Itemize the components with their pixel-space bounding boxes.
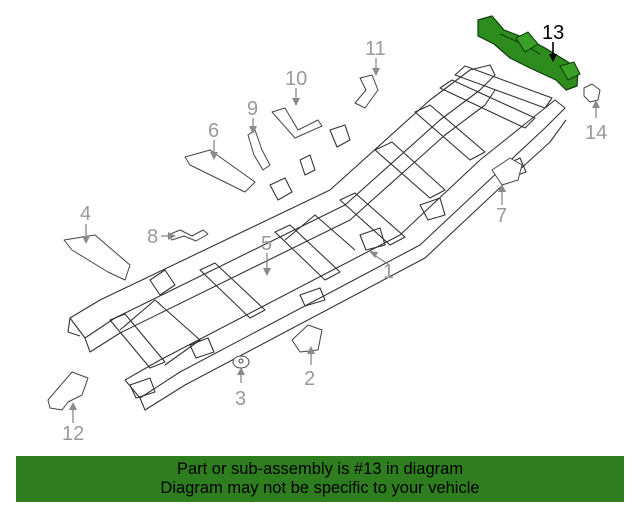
callout-9: 9 [247, 98, 258, 120]
part-11-bracket [354, 74, 379, 109]
frame-assembly [67, 64, 567, 411]
part-13-highlighted[interactable] [477, 15, 581, 91]
part-4-bracket [63, 234, 131, 281]
part-12-bracket [47, 371, 89, 411]
callout-13[interactable]: 13 [542, 22, 564, 44]
callout-12: 12 [62, 423, 84, 445]
callout-10: 10 [285, 68, 307, 90]
banner-line-1: Part or sub-assembly is #13 in diagram [176, 460, 464, 478]
parts-diagram: 1 2 3 4 5 6 7 8 9 10 11 12 13 14 [47, 15, 607, 445]
banner-line-2: Diagram may not be specific to your vehi… [160, 479, 480, 497]
callout-8: 8 [147, 226, 158, 248]
callout-3: 3 [235, 388, 246, 410]
part-8-tube [167, 229, 209, 242]
callout-2: 2 [304, 368, 315, 390]
part-2-bracket [291, 324, 323, 353]
callout-4: 4 [80, 203, 91, 225]
callout-1: 1 [383, 261, 394, 283]
callout-7: 7 [496, 205, 507, 227]
part-7-bracket [491, 157, 523, 186]
part-9-tube [247, 129, 271, 171]
part-6-bracket [184, 149, 256, 193]
callout-5: 5 [261, 233, 272, 255]
callout-6: 6 [208, 120, 219, 142]
callout-11: 11 [365, 38, 386, 60]
part-14-bolt [583, 83, 601, 103]
part-3-bumper [232, 355, 250, 369]
leader-lines [69, 42, 600, 423]
part-10-tube [271, 107, 323, 139]
info-banner: Part or sub-assembly is #13 in diagram D… [16, 456, 624, 502]
callout-14: 14 [585, 122, 607, 144]
